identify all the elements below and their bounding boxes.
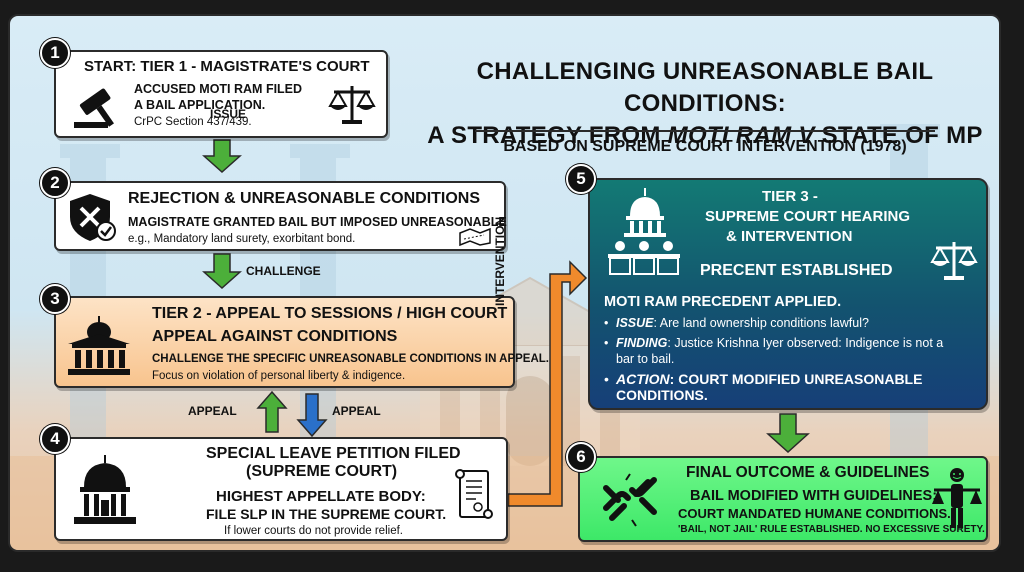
arrow-outcome: [766, 413, 810, 454]
step-4-note: If lower courts do not provide relief.: [224, 525, 403, 537]
step-5-heading-3: & INTERVENTION: [726, 228, 853, 245]
map-icon: [459, 227, 491, 247]
step-6-heading: FINAL OUTCOME & GUIDELINES: [686, 464, 930, 481]
step-badge-6: 6: [566, 442, 596, 472]
shield-x-icon: [70, 194, 116, 241]
step-6-line-1: COURT MANDATED HUMANE CONDITIONS.: [678, 506, 951, 521]
step-3-box: TIER 2 - APPEAL TO SESSIONS / HIGH COURT…: [54, 296, 549, 388]
step-3-subheading: APPEAL AGAINST CONDITIONS: [152, 328, 398, 345]
step-2-line-1: MAGISTRATE GRANTED BAIL BUT IMPOSED UNRE…: [128, 215, 507, 229]
step-5-bullet-finding-cont: bar to bail.: [616, 352, 675, 366]
person-scales-icon: [932, 468, 982, 528]
title-line-2-post: STATE OF MP: [814, 122, 983, 149]
step-5-bullet-finding: •FINDING: Justice Krishna Iyer observed:…: [604, 336, 944, 350]
step-3-heading: TIER 2 - APPEAL TO SESSIONS / HIGH COURT: [152, 305, 508, 322]
step-5-box: TIER 3 - SUPREME COURT HEARING & INTERVE…: [588, 178, 988, 410]
arrow-label-challenge: CHALLENGE: [246, 264, 321, 278]
dome-icon: [74, 455, 136, 524]
step-4-heading-2: (SUPREME COURT): [246, 463, 398, 480]
step-badge-4: 4: [40, 424, 70, 454]
step-4-box: SPECIAL LEAVE PETITION FILED (SUPREME CO…: [54, 437, 508, 541]
step-5-bullet-issue: •ISSUE: Are land ownership conditions la…: [604, 316, 869, 330]
step-4-heading: SPECIAL LEAVE PETITION FILED: [206, 445, 461, 462]
gavel-icon: [74, 88, 114, 128]
arrow-label-intervention: INTERVENTION: [493, 216, 507, 306]
step-1-line-2: A BAIL APPLICATION.: [134, 98, 266, 112]
step-4-subheading: HIGHEST APPELLATE BODY:: [216, 488, 426, 505]
arrow-label-appeal-left: APPEAL: [188, 404, 237, 418]
step-5-bullet-action: •ACTION: COURT MODIFIED UNREASONABLE: [604, 371, 923, 387]
step-3-note: Focus on violation of personal liberty &…: [152, 370, 406, 382]
step-1-line-1: ACCUSED MOTI RAM FILED: [134, 82, 303, 96]
title-line-2: A STRATEGY FROM MOTI RAM v STATE OF MP: [405, 120, 999, 152]
step-5-applied: MOTI RAM PRECEDENT APPLIED.: [604, 294, 842, 310]
title-line-2-pre: A STRATEGY FROM: [427, 122, 668, 149]
arrow-appeal-up: [256, 390, 288, 433]
subtitle: BASED ON SUPREME COURT INTERVENTION (197…: [503, 138, 907, 155]
step-1-note: CrPC Section 437/439.: [134, 116, 252, 128]
step-badge-3: 3: [40, 284, 70, 314]
step-badge-1: 1: [40, 38, 70, 68]
step-2-heading: REJECTION & UNREASONABLE CONDITIONS: [128, 190, 481, 207]
scales-icon-white: [930, 242, 978, 280]
step-1-box: START: TIER 1 - MAGISTRATE'S COURT ACCUS…: [54, 50, 388, 138]
arrow-appeal-down: [296, 393, 328, 438]
step-1-heading: START: TIER 1 - MAGISTRATE'S COURT: [84, 58, 370, 75]
title-block: CHALLENGING UNREASONABLE BAIL CONDITIONS…: [405, 56, 999, 155]
arrow-label-appeal-right: APPEAL: [332, 404, 381, 418]
step-5-heading-1: TIER 3 -: [762, 188, 818, 205]
step-badge-5: 5: [566, 164, 596, 194]
infographic-frame: CHALLENGING UNREASONABLE BAIL CONDITIONS…: [8, 14, 1001, 552]
step-5-established: PRECENT ESTABLISHED: [700, 262, 893, 279]
step-6-subheading: BAIL MODIFIED WITH GUIDELINES:: [690, 488, 938, 504]
step-badge-2: 2: [40, 168, 70, 198]
step-6-note: 'BAIL, NOT JAIL' RULE ESTABLISHED. NO EX…: [678, 524, 985, 535]
arrow-issue: [202, 139, 242, 174]
arrow-label-issue: ISSUE: [210, 107, 247, 121]
judges-bench-icon: [608, 188, 680, 275]
title-divider: [475, 130, 935, 132]
courthouse-icon: [68, 316, 130, 375]
step-5-heading-2: SUPREME COURT HEARING: [705, 208, 911, 225]
arrow-intervention: [507, 260, 588, 507]
scales-icon: [328, 86, 376, 124]
step-6-box: FINAL OUTCOME & GUIDELINES BAIL MODIFIED…: [578, 456, 988, 542]
step-5-bullet-action-cont: CONDITIONS.: [616, 387, 708, 403]
broken-chain-icon: [603, 473, 657, 527]
title-line-1: CHALLENGING UNREASONABLE BAIL CONDITIONS…: [476, 58, 934, 117]
step-2-note: e.g., Mandatory land surety, exorbitant …: [128, 233, 356, 245]
step-2-box: REJECTION & UNREASONABLE CONDITIONS MAGI…: [54, 181, 507, 251]
step-3-line-1: CHALLENGE THE SPECIFIC UNREASONABLE COND…: [152, 353, 549, 365]
arrow-challenge: [202, 253, 242, 290]
title-case-name: MOTI RAM v: [667, 122, 815, 149]
step-4-line-1: FILE SLP IN THE SUPREME COURT.: [206, 506, 447, 522]
scroll-icon: [455, 469, 493, 519]
